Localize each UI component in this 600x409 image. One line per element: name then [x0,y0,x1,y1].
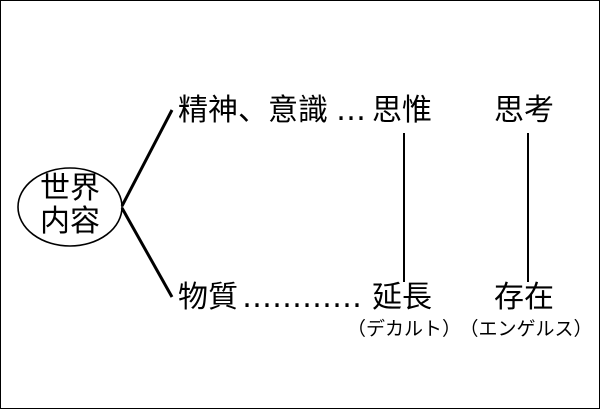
lower-label: 物質 [178,280,238,315]
lower-dots: ………… [242,280,362,315]
lower-engels-term: 存在 [494,280,554,315]
root-label-line2: 内容 [40,204,100,239]
upper-dots: … [336,93,366,128]
upper-descartes-term: 思惟 [372,93,432,128]
descartes-attribution: （デカルト） [346,318,462,340]
root-ellipse [17,167,123,247]
upper-label: 精神、意識 [178,93,328,128]
lower-descartes-term: 延長 [372,280,432,315]
branch-line-upper [120,109,174,207]
engels-attribution: （エンゲルス） [459,318,593,340]
upper-engels-term: 思考 [494,93,554,128]
branch-line-lower [120,207,174,298]
root-label-line1: 世界 [40,171,100,206]
